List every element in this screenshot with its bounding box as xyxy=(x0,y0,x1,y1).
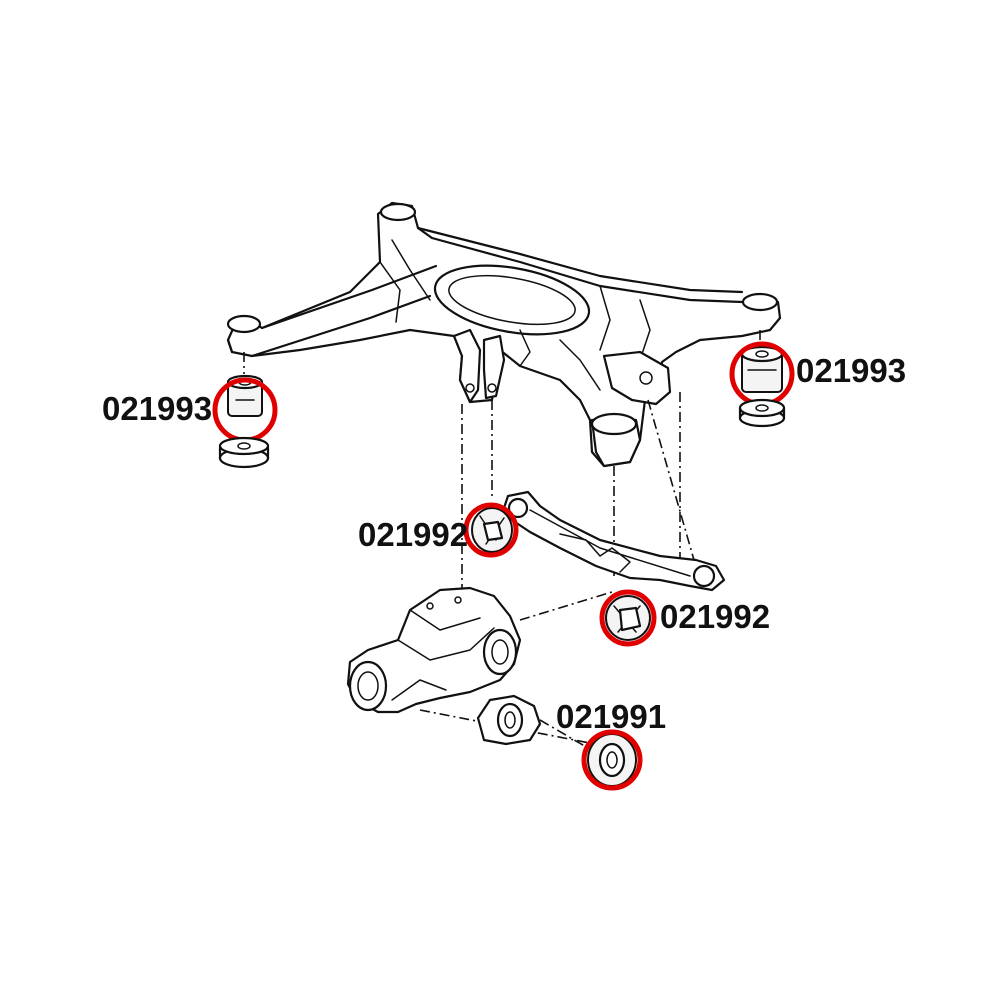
differential-front-mount xyxy=(476,694,542,746)
highlight-ring-diff-front-mount xyxy=(581,729,643,791)
label-diff-carrier-left: 021992 xyxy=(358,516,468,553)
label-subframe-right: 021993 xyxy=(796,352,906,389)
label-diff-carrier-right: 021992 xyxy=(660,598,770,635)
bushing-diff-front-mount xyxy=(581,729,643,791)
washer-subframe-right xyxy=(738,398,786,428)
bushing-subframe-right xyxy=(729,341,795,407)
highlight-ring-diff-carrier-right xyxy=(599,589,657,647)
differential-carrier-bracket xyxy=(502,490,726,592)
label-diff-front-mount: 021991 xyxy=(556,698,666,735)
bushing-subframe-left xyxy=(212,374,278,443)
washer-subframe-left xyxy=(218,436,270,469)
label-subframe-left: 021993 xyxy=(102,390,212,427)
rear-subframe xyxy=(226,201,782,468)
bushing-diff-carrier-left xyxy=(463,502,519,558)
bushing-diff-carrier-right xyxy=(599,589,657,647)
differential-housing xyxy=(346,586,522,714)
highlight-ring-diff-carrier-left xyxy=(463,502,519,558)
